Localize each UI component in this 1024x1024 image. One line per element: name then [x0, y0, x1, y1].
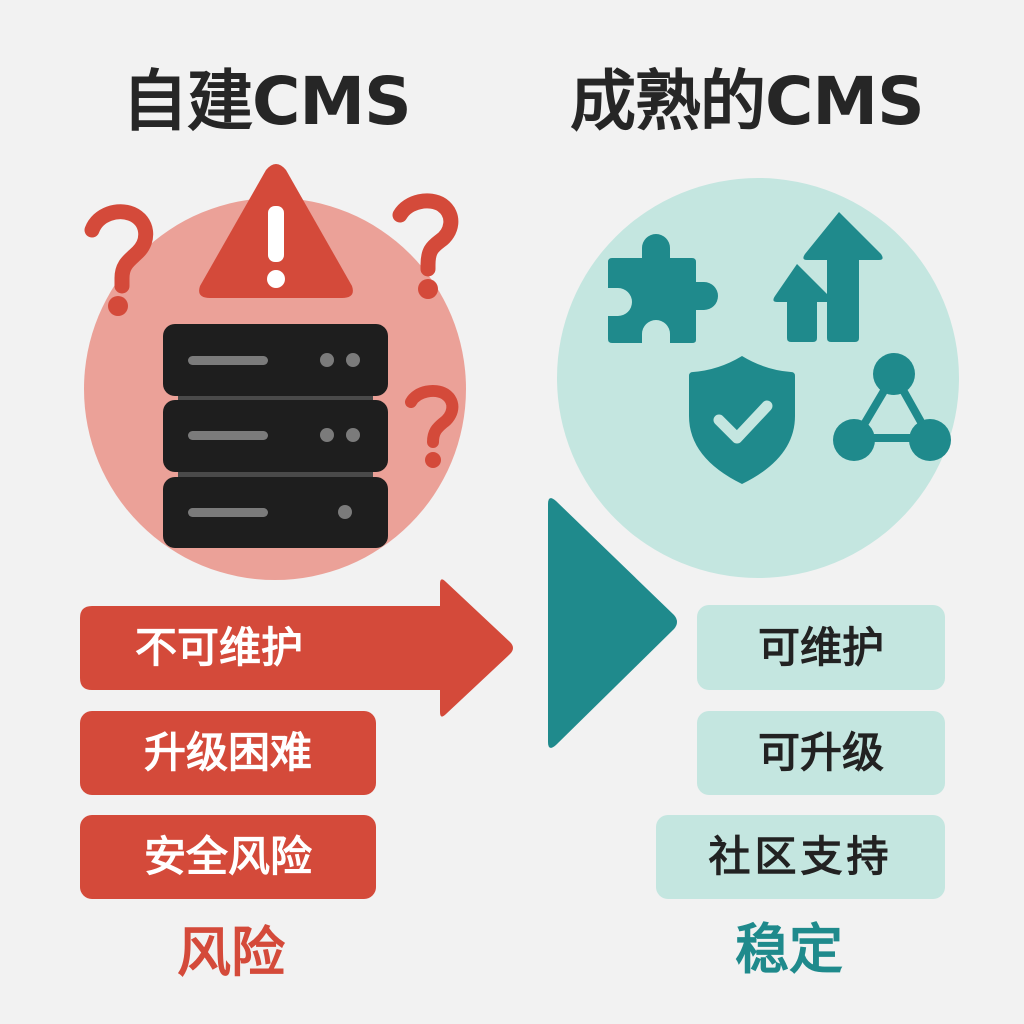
risk-arrow-shape: [80, 579, 513, 717]
risk-summary-label: 风险: [177, 921, 285, 984]
question-mark-icon: [392, 193, 459, 299]
benefit-item-maintainable: 可维护: [697, 605, 945, 690]
server-stack-icon: [163, 324, 388, 548]
upgrade-arrows-icon: [773, 212, 883, 342]
risk-item-hard-to-upgrade: 升级困难: [80, 711, 376, 795]
network-nodes-icon: [833, 353, 951, 461]
play-triangle-icon: [548, 498, 677, 748]
stable-summary-label: 稳定: [735, 918, 843, 981]
risk-item-security-risk: 安全风险: [80, 815, 376, 899]
benefit-item-upgradable: 可升级: [697, 711, 945, 795]
shield-check-icon: [689, 356, 795, 484]
mature-cms-title: 成熟的CMS: [570, 63, 925, 140]
self-built-cms-title: 自建CMS: [122, 63, 412, 140]
puzzle-piece-icon: [608, 234, 718, 343]
warning-triangle-icon: [199, 164, 353, 298]
risk-item-unmaintainable: 不可维护: [135, 623, 304, 672]
question-mark-icon: [405, 384, 459, 468]
question-mark-icon: [84, 204, 154, 316]
benefit-item-community-support: 社区支持: [656, 815, 945, 899]
